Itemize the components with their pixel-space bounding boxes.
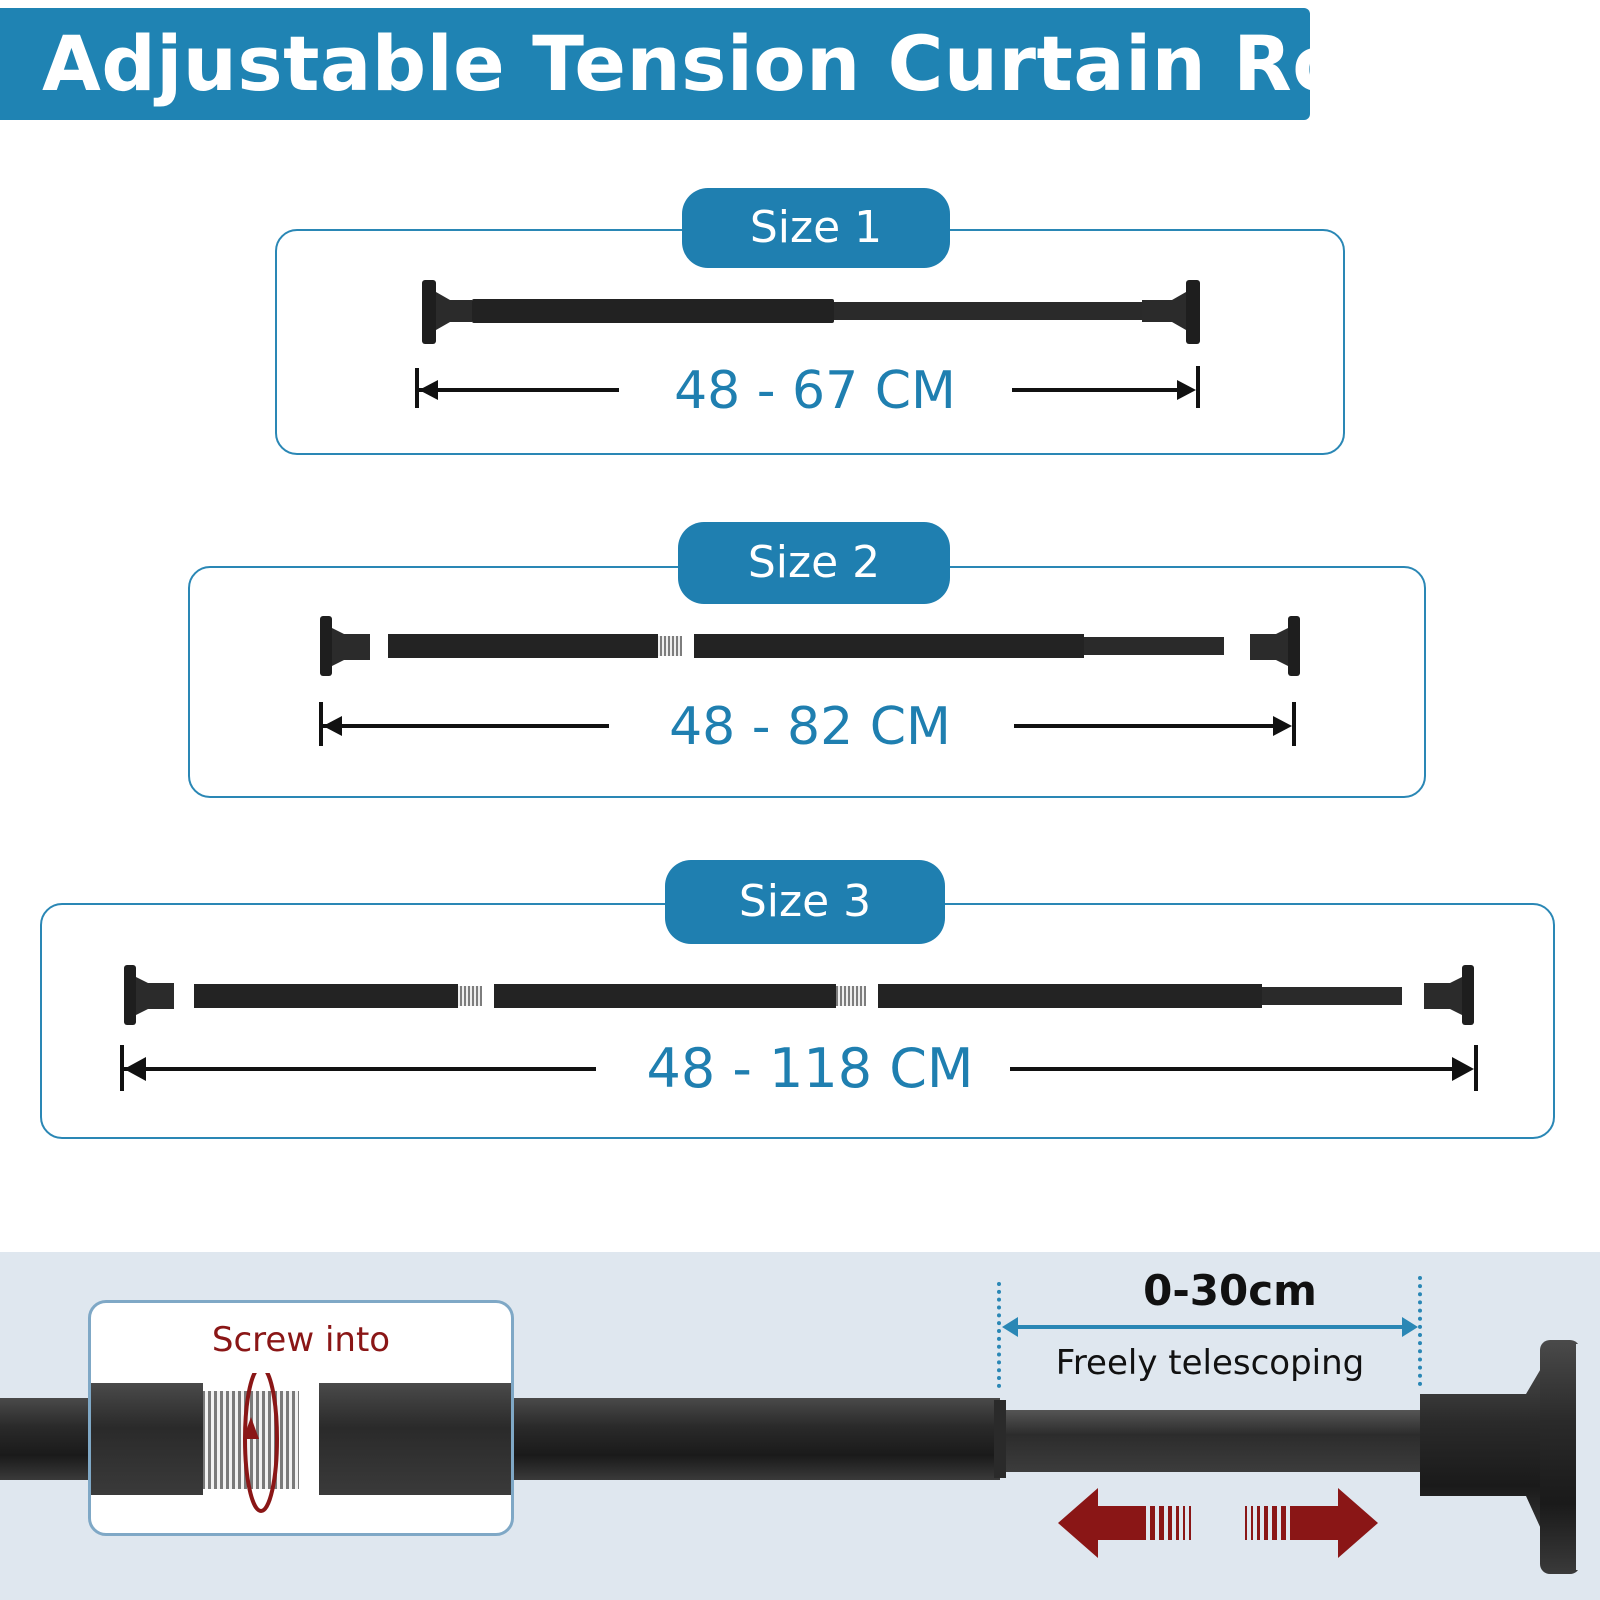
range-end-marker: [1418, 1276, 1422, 1386]
page-title: Adjustable Tension Curtain Rod: [42, 19, 1400, 108]
size-2-rod-icon: [319, 616, 1300, 746]
end-cap-icon: [1420, 1340, 1600, 1574]
size-2-range: 48 - 82 CM: [669, 697, 951, 757]
size-2-panel: [188, 566, 1426, 798]
size-3-rod-icon: [120, 965, 1478, 1091]
screw-detail-inset: Screw into: [88, 1300, 514, 1536]
threaded-joint-icon: [836, 986, 866, 1006]
threaded-joint-icon: [658, 636, 682, 656]
threaded-joint-icon: [91, 1373, 511, 1513]
end-cap-icon: [422, 280, 472, 344]
size-1-range: 48 - 67 CM: [674, 361, 956, 421]
end-cap-icon: [124, 965, 174, 1025]
screw-label: Screw into: [211, 1320, 391, 1360]
end-cap-icon: [1142, 280, 1200, 344]
rotate-arrow-icon: [243, 1373, 279, 1513]
end-cap-icon: [1250, 616, 1300, 676]
end-cap-icon: [1424, 965, 1474, 1025]
title-banner: Adjustable Tension Curtain Rod: [0, 8, 1399, 120]
range-start-marker: [997, 1282, 1001, 1388]
telescoping-range: 0-30cm: [1143, 1266, 1317, 1315]
size-1-badge: Size 1: [682, 188, 950, 268]
threaded-joint-icon: [458, 986, 482, 1006]
right-arrow-icon: [1245, 1488, 1378, 1558]
end-cap-icon: [320, 616, 370, 676]
size-3-badge: Size 3: [665, 860, 945, 944]
size-1-rod-icon: [415, 280, 1200, 408]
size-2-badge: Size 2: [678, 522, 950, 604]
size-3-range: 48 - 118 CM: [646, 1037, 974, 1100]
left-arrow-icon: [1058, 1488, 1191, 1558]
telescoping-label: Freely telescoping: [1055, 1343, 1365, 1383]
double-arrow-icon: [1002, 1317, 1418, 1337]
